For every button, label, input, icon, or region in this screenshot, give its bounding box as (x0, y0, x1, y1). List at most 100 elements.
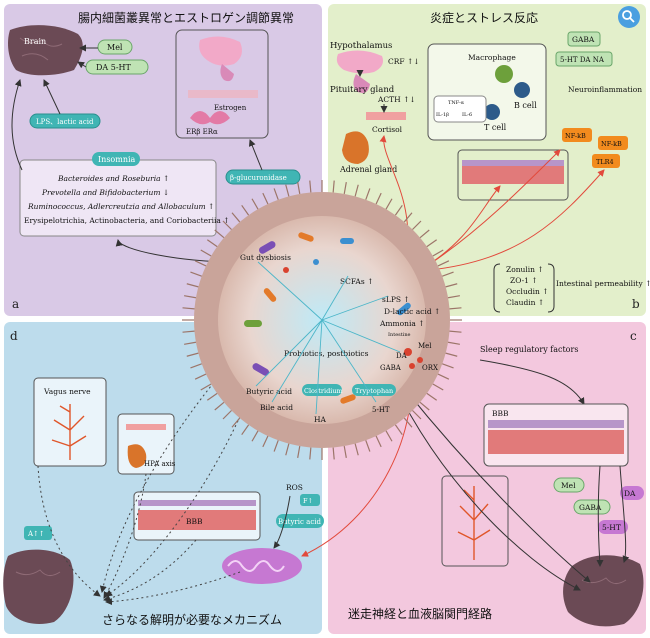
villus (442, 363, 454, 369)
ovary-icon (190, 111, 230, 125)
panel-c-title: 迷走神経と血液脳関門経路 (348, 606, 492, 621)
villus (200, 249, 212, 257)
villus (186, 283, 199, 288)
da-text-center: DA (396, 352, 408, 360)
villus (354, 443, 359, 456)
villus (241, 204, 250, 216)
a-label (24, 526, 52, 540)
villus (206, 392, 218, 401)
mitochondria-icon (222, 548, 302, 584)
ha-text: HA (314, 415, 327, 424)
villus (426, 392, 438, 401)
villus (332, 447, 335, 460)
b-cell-text: B cell (514, 101, 537, 110)
cytokine-box (433, 95, 487, 123)
bacteria-line-3: Ruminococcus, Adlercreutzia and Allobacu… (27, 202, 214, 211)
ht-text-center: 5-HT (372, 406, 390, 414)
microbes (244, 232, 423, 404)
villus (354, 184, 359, 197)
tight-junction-list (493, 263, 555, 313)
villus (365, 440, 371, 452)
neuroinflammation-text: Neuroinflammation (568, 85, 642, 94)
brain-icon (3, 549, 74, 625)
villus (273, 440, 279, 452)
villus (214, 401, 225, 411)
villus (447, 295, 460, 299)
estrogen-box (175, 29, 269, 139)
cytokine-il6: IL-6 (462, 112, 472, 118)
occludin-text: Occludin ↑ (506, 287, 548, 296)
receptor-strip-b (366, 112, 406, 120)
villus (206, 239, 218, 248)
vessel-wall-b (462, 160, 564, 166)
villus (241, 424, 250, 436)
ht-da-na-label (555, 51, 613, 67)
vagus-text: Vagus nerve (43, 387, 91, 396)
vagus-nerve-icon-c (441, 475, 509, 567)
da-5ht-text-a: DA 5-HT (96, 63, 132, 72)
villus (432, 383, 444, 391)
butyric-text-center: Butyric acid (246, 387, 292, 396)
villus (449, 330, 462, 333)
crf-text: CRF ↑↓ (388, 57, 420, 66)
pituitary-text: Pituitary gland (330, 85, 395, 95)
mel-text-center: Mel (418, 342, 432, 350)
villus (251, 430, 259, 442)
villus (297, 182, 301, 195)
villus (365, 188, 371, 200)
vessel-box-b (457, 149, 569, 201)
adrenal-icon (342, 131, 369, 164)
villus (403, 417, 413, 428)
arrow-ros-mito (273, 495, 291, 549)
villi-ring (182, 180, 462, 460)
macrophage-icon (495, 65, 513, 83)
gaba-text-center: GABA (380, 364, 402, 372)
gaba-label-c (573, 499, 611, 515)
mel-text-c: Mel (561, 481, 576, 490)
villus (442, 271, 454, 277)
arrow-lps-brain (43, 79, 61, 115)
mel-label-a (97, 39, 133, 55)
brain-icon (8, 25, 83, 76)
red-arrow-1 (429, 149, 561, 265)
d-lactic-text: D-lactic acid ↑ (384, 307, 440, 316)
vessel-band-d (138, 510, 256, 530)
hpa-receptor (126, 424, 166, 430)
villus (432, 249, 444, 257)
zo1-text: ZO-1 ↑ (510, 276, 538, 285)
hpa-text: HPA axis (144, 460, 176, 468)
arrow-center-brain-c (391, 379, 581, 591)
f-label (300, 494, 320, 506)
villus (182, 330, 195, 333)
villus (194, 260, 207, 267)
villus (214, 229, 225, 239)
villus (285, 443, 290, 456)
magnifier-icon[interactable] (618, 6, 640, 28)
dotted-2 (103, 473, 147, 599)
gaba-label-b (567, 31, 601, 47)
arrow-bbb-brain-c2 (619, 465, 630, 563)
permeability-text: Intestinal permeability ↑ (556, 279, 650, 288)
butyric-label-d (276, 514, 324, 528)
villus (437, 373, 450, 380)
receptor-strip-a (188, 90, 258, 98)
mel-label-c (553, 477, 585, 493)
ht-label-c (598, 520, 628, 534)
insomnia-text: Insomnia (98, 155, 136, 164)
villus (231, 212, 241, 223)
radial-spokes (255, 261, 401, 415)
arrow-insomnia-brain (11, 79, 23, 171)
panel-a-letter: a (12, 297, 19, 311)
gut-dysbiosis-text: Gut dysbiosis (240, 253, 291, 262)
cortisol-text: Cortisol (372, 125, 403, 134)
villus (262, 435, 269, 448)
villus (403, 212, 413, 223)
adrenal-text: Adrenal gland (339, 165, 397, 174)
t-cell-icon (484, 104, 500, 120)
intestine-text: Intestine (388, 332, 411, 338)
villus (309, 180, 312, 193)
panel-b-title: 炎症とストレス反応 (430, 10, 538, 25)
orx-text: ORX (422, 364, 438, 372)
panel-c-letter: c (630, 329, 637, 343)
f-text: F↑ (303, 497, 313, 505)
